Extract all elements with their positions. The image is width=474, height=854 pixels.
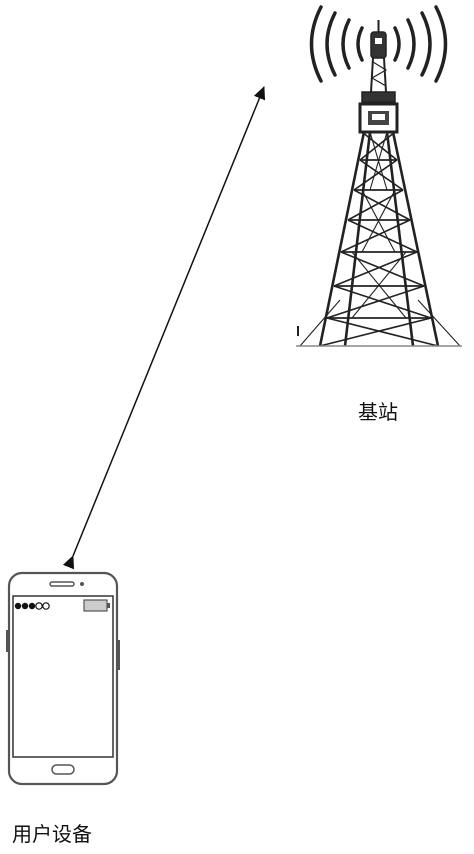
user-equipment-label: 用户设备 xyxy=(12,822,92,846)
battery-icon xyxy=(83,599,110,612)
bidirectional-link-arrow xyxy=(62,86,266,570)
home-button-icon xyxy=(51,764,75,775)
radio-waves-icon xyxy=(309,5,448,83)
base-station-tower-icon xyxy=(296,5,462,347)
smartphone-icon xyxy=(6,571,120,786)
signal-strength-icon xyxy=(14,602,50,610)
base-station-label: 基站 xyxy=(358,400,398,424)
